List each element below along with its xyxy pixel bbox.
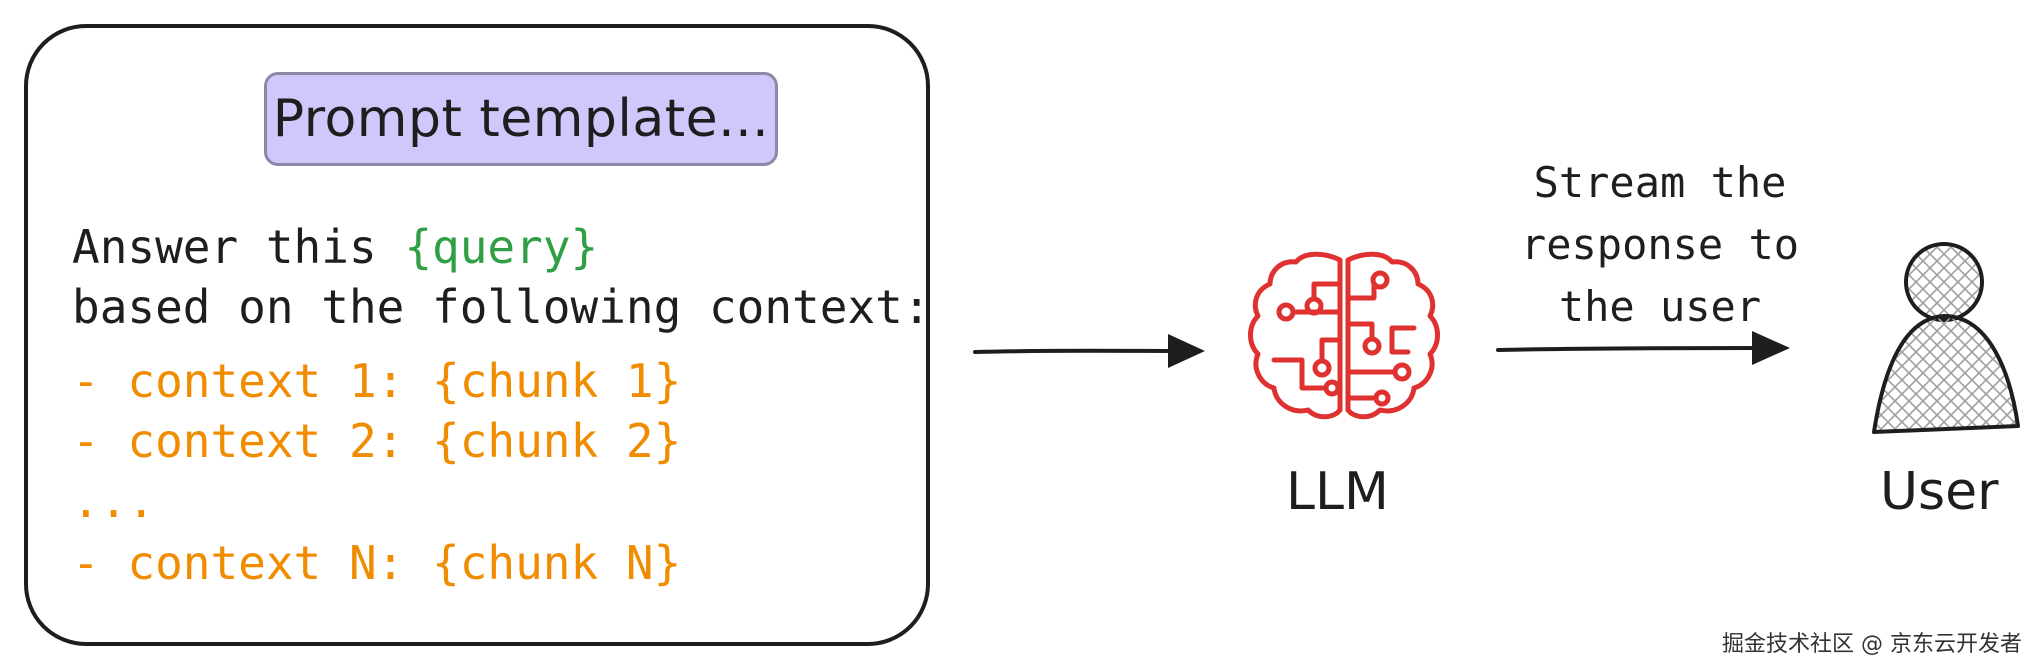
user-label: User: [1880, 462, 1999, 522]
stream-label-line-3: the user: [1558, 282, 1762, 331]
template-line-query: Answer this {query}: [72, 224, 598, 270]
brain-circuit-icon: [1248, 251, 1440, 420]
stream-label-line-1: Stream the: [1533, 158, 1787, 207]
arrow-template-to-llm: [973, 334, 1205, 368]
stream-label-line-2: response to: [1520, 220, 1800, 269]
user-icon: [1872, 242, 2020, 434]
llm-label: LLM: [1286, 462, 1389, 522]
stream-response-label: Stream the response to the user: [1470, 152, 1850, 338]
context-line-1: - context 1: {chunk 1}: [72, 354, 682, 408]
prompt-template-title: Prompt template...: [264, 72, 778, 166]
watermark: 掘金技术社区 @ 京东云开发者: [1722, 632, 2022, 657]
context-line-2: - context 2: {chunk 2}: [72, 414, 682, 468]
context-line-ellipsis: ...: [72, 474, 156, 528]
template-line-context-intro: based on the following context:: [72, 280, 931, 334]
prompt-template-title-text: Prompt template...: [272, 89, 770, 149]
query-placeholder: {query}: [404, 220, 599, 274]
template-line-prefix: Answer this: [72, 220, 405, 274]
context-line-n: - context N: {chunk N}: [72, 536, 682, 590]
arrow-llm-to-user: [1496, 331, 1790, 365]
